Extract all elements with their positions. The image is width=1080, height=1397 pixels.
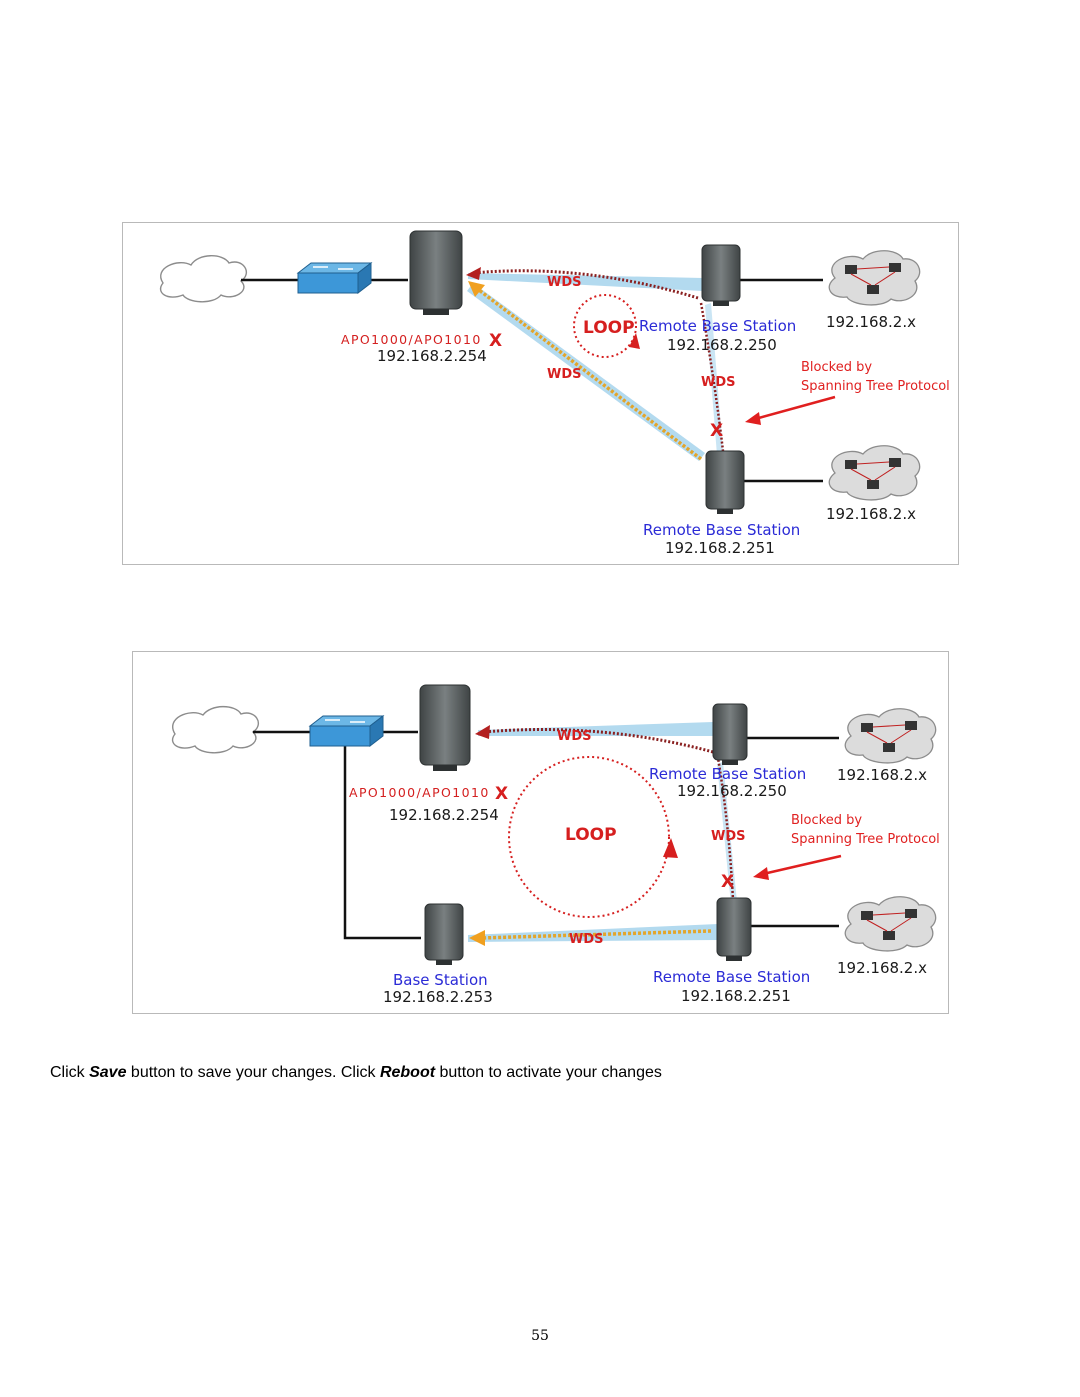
loop-arrowhead — [629, 333, 640, 349]
wds-link-right — [699, 302, 725, 452]
remote-station-2-ip: 192.168.2.251 — [665, 539, 775, 557]
wds-arrow-diag — [473, 285, 703, 461]
remote-station-1-icon — [701, 244, 741, 306]
blocked-pointer-arrow — [754, 395, 836, 421]
loop-circle — [573, 294, 637, 358]
wds-arrowhead-top — [466, 267, 481, 280]
wds-arrowhead-bottom — [469, 930, 485, 946]
wds-arrowhead-top — [475, 725, 490, 739]
network-diagram-1: APO1000/APO1010 X 192.168.2.254 WDS LOOP… — [122, 222, 959, 565]
instruction-text: Click Save button to save your changes. … — [50, 1064, 1050, 1082]
lan-1-ip: 192.168.2.x — [837, 766, 927, 784]
instruction-part1: Click — [50, 1064, 90, 1081]
wds-label-right: WDS — [711, 829, 746, 844]
loop-circle — [508, 756, 670, 918]
remote-station-1-ip: 192.168.2.250 — [667, 336, 777, 354]
blocked-pointer-arrowhead — [753, 867, 769, 880]
remote-station-2-label: Remote Base Station — [653, 968, 810, 986]
base-station-label: Base Station — [393, 971, 488, 989]
blocked-link-x-mark: X — [710, 421, 723, 441]
instruction-part3: button to activate your changes — [435, 1064, 662, 1081]
diagram-1-canvas: APO1000/APO1010 X 192.168.2.254 WDS LOOP… — [159, 230, 950, 557]
wds-label-top: WDS — [547, 275, 582, 290]
remote-station-2-ip: 192.168.2.251 — [681, 987, 791, 1005]
lan-2-ip: 192.168.2.x — [826, 505, 916, 523]
page-number: 55 — [531, 1328, 549, 1344]
wds-arrowhead-diag — [468, 281, 485, 297]
remote-station-2-label: Remote Base Station — [643, 521, 800, 539]
blocked-note-line1: Blocked by — [801, 360, 872, 375]
blocked-link-x-mark: X — [721, 872, 734, 892]
ap-ip-label: 192.168.2.254 — [389, 806, 499, 824]
ap-model-label: APO1000/APO1010 — [349, 785, 490, 800]
instruction-part2: button to save your changes. Click — [126, 1064, 380, 1081]
base-station-icon — [424, 903, 464, 965]
lan-cloud-1-icon — [828, 250, 921, 306]
wds-arrow-top — [472, 269, 699, 300]
wds-link-right — [715, 751, 735, 901]
base-station-ip: 192.168.2.253 — [383, 988, 493, 1006]
blocked-note-line2: Spanning Tree Protocol — [801, 379, 950, 394]
diagram-2-canvas: APO1000/APO1010 X 192.168.2.254 WDS Remo… — [171, 684, 940, 1006]
remote-station-2-icon — [716, 897, 752, 961]
wds-label-right: WDS — [701, 375, 736, 390]
switch-to-base-station-link — [343, 742, 421, 940]
lan-1-ip: 192.168.2.x — [826, 313, 916, 331]
loop-label: LOOP — [565, 825, 617, 845]
internet-cloud-icon — [159, 255, 247, 303]
save-keyword: Save — [89, 1064, 127, 1081]
lan-cloud-2-icon — [828, 445, 921, 501]
ap-device-icon — [419, 684, 471, 771]
ap-ip-label: 192.168.2.254 — [377, 347, 487, 365]
blocked-note-line2: Spanning Tree Protocol — [791, 832, 940, 847]
wds-arrow-top — [482, 728, 714, 754]
switch-icon — [296, 261, 373, 295]
wds-arrow-bottom — [480, 929, 712, 940]
wds-label-top: WDS — [557, 729, 592, 744]
reboot-keyword: Reboot — [379, 1064, 436, 1081]
wds-beam-diag — [467, 283, 705, 461]
remote-station-2-icon — [705, 450, 745, 514]
switch-icon — [308, 714, 385, 748]
remote-station-1-icon — [712, 703, 748, 765]
loop-arrowhead — [663, 838, 678, 858]
remote-station-1-label: Remote Base Station — [649, 765, 806, 783]
lan-cloud-2-icon — [844, 896, 937, 952]
ap-device-icon — [409, 230, 463, 315]
remote-station-1-ip: 192.168.2.250 — [677, 782, 787, 800]
ap-model-label: APO1000/APO1010 — [341, 332, 482, 347]
remote-station-1-label: Remote Base Station — [639, 317, 796, 335]
blocked-note-line1: Blocked by — [791, 813, 862, 828]
ap-x-mark: X — [489, 331, 502, 351]
blocked-pointer-arrow — [762, 854, 842, 876]
blocked-pointer-arrowhead — [745, 412, 761, 425]
network-diagram-2: APO1000/APO1010 X 192.168.2.254 WDS Remo… — [132, 651, 949, 1014]
ap-x-mark: X — [495, 784, 508, 804]
lan-2-ip: 192.168.2.x — [837, 959, 927, 977]
wds-label-mid: WDS — [547, 367, 582, 382]
loop-label: LOOP — [583, 318, 635, 338]
lan-cloud-1-icon — [844, 708, 937, 764]
wds-label-bottom: WDS — [569, 932, 604, 947]
wds-beam-top — [468, 273, 703, 291]
internet-cloud-icon — [171, 705, 259, 754]
wds-beam-top — [478, 722, 713, 736]
